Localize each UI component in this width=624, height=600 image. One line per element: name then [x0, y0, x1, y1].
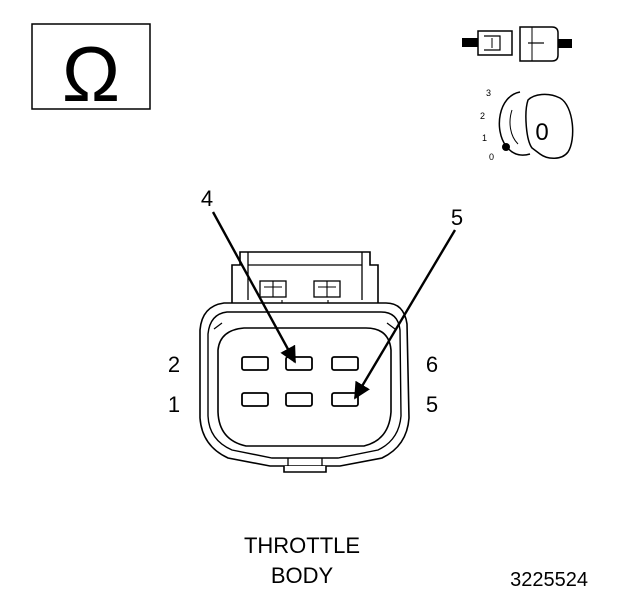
- pin-cavity-4: [285, 356, 313, 371]
- key-position-1: 1: [482, 133, 487, 143]
- ohm-symbol: Ω: [62, 30, 120, 118]
- arrow-pin-4: [211, 211, 297, 364]
- pin-cavity-5: [331, 392, 359, 407]
- arrow-pin-5: [353, 229, 457, 400]
- pin-label-6: 6: [426, 352, 438, 377]
- pin-label-2: 2: [168, 352, 180, 377]
- key-symbol: 0: [535, 119, 548, 146]
- connector-disconnect-icon: [462, 26, 572, 62]
- figure-id: 3225524: [510, 569, 588, 591]
- pin-cavity-6: [331, 356, 359, 371]
- arrow-label-4: 4: [201, 186, 213, 211]
- arrow-label-5: 5: [451, 205, 463, 230]
- pin-cavity-1: [241, 392, 269, 407]
- pin-label-1: 1: [168, 392, 180, 417]
- caption-line-1: THROTTLE: [244, 533, 360, 558]
- pin-cavities: [241, 356, 359, 407]
- key-position-3: 3: [486, 88, 491, 98]
- caption-line-2: BODY: [271, 563, 334, 588]
- key-position-0: 0: [489, 152, 494, 162]
- ohm-meter-icon: Ω: [31, 23, 151, 118]
- ignition-key-icon: 3 2 1 0 0: [480, 88, 574, 162]
- pin-label-5: 5: [426, 392, 438, 417]
- pin-cavity-2: [241, 356, 269, 371]
- pin-cavity-3: [285, 392, 313, 407]
- key-position-2: 2: [480, 111, 485, 121]
